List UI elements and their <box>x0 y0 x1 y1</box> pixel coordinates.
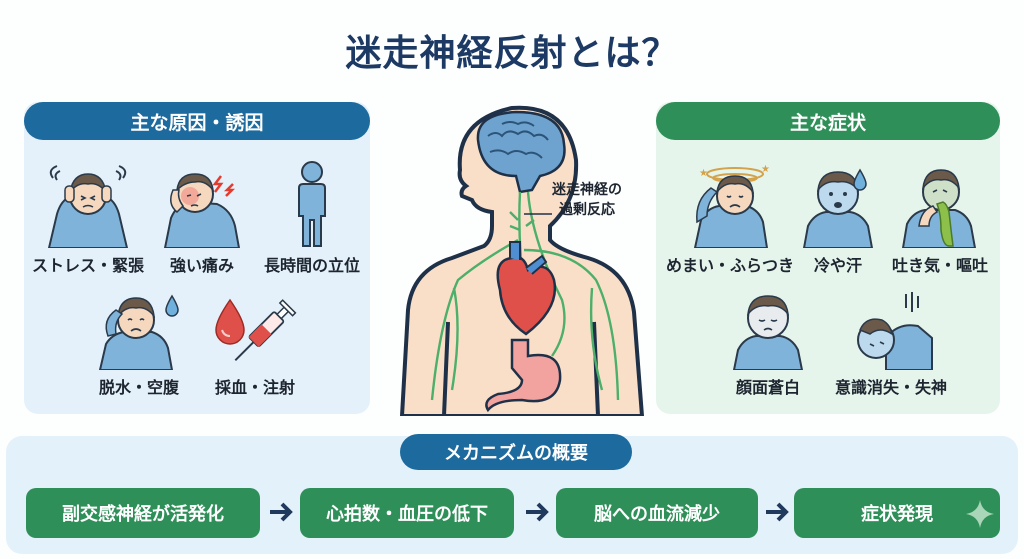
symptom-label: 吐き気・嘔吐 <box>891 256 988 275</box>
vomiting-person-icon <box>901 169 977 248</box>
symptoms-header: 主な症状 <box>656 102 1000 140</box>
cause-item-injection: 採血・注射 <box>200 290 310 398</box>
cause-label: ストレス・緊張 <box>32 256 145 275</box>
mechanism-step-2: 心拍数・血圧の低下 <box>300 488 514 538</box>
symptom-item-cold-sweat: 冷や汗 <box>798 160 878 276</box>
symptom-item-dizziness: ★★ めまい・ふらつき <box>662 160 798 276</box>
causes-header: 主な原因・誘因 <box>24 102 370 140</box>
cause-label: 脱水・空腹 <box>98 378 179 397</box>
blood-syringe-icon <box>215 298 297 361</box>
mechanism-step-1: 副交感神経が活発化 <box>26 488 260 538</box>
cause-item-standing: 長時間の立位 <box>258 160 366 276</box>
annotation-line-2: 過剰反応 <box>559 202 615 218</box>
arrow-right-icon <box>270 502 293 522</box>
symptom-label: 顔面蒼白 <box>735 378 800 397</box>
cause-item-dehydration: 脱水・空腹 <box>84 290 194 398</box>
mechanism-header: メカニズムの概要 <box>400 434 632 470</box>
symptom-label: めまい・ふらつき <box>665 256 794 275</box>
fainting-person-icon <box>857 292 933 370</box>
mechanism-step-3: 脳への血流減少 <box>556 488 758 538</box>
pain-person-icon <box>163 173 241 248</box>
mechanism-panel: メカニズムの概要 副交感神経が活発化 心拍数・血圧の低下 脳への血流減少 症状発… <box>6 434 1018 554</box>
cause-label: 長時間の立位 <box>263 256 360 275</box>
vagus-nerve-annotation: 迷走神経の 過剰反応 <box>552 180 622 220</box>
svg-text:★: ★ <box>699 168 708 179</box>
page-title: 迷走神経反射とは？ <box>345 33 679 74</box>
dizzy-person-icon: ★★ <box>693 164 770 248</box>
cause-item-pain: 強い痛み <box>152 160 252 276</box>
symptom-label: 冷や汗 <box>813 256 862 275</box>
causes-panel: 主な原因・誘因 ストレス・緊張 強い痛み <box>24 102 370 414</box>
cause-item-stress: ストレス・緊張 <box>32 160 144 276</box>
symptom-item-nausea: 吐き気・嘔吐 <box>882 160 998 276</box>
stressed-person-icon <box>47 165 129 248</box>
body-diagram: 迷走神経の 過剰反応 <box>392 100 652 418</box>
mechanism-step-4: 症状発現 <box>794 488 1000 538</box>
symptom-label: 意識消失・失神 <box>834 378 947 397</box>
arrow-right-icon <box>526 502 549 522</box>
symptom-item-fainting: 意識消失・失神 <box>826 290 956 398</box>
symptoms-panel: 主な症状 ★★ めまい・ふらつき 冷や汗 <box>656 102 1000 414</box>
cause-label: 強い痛み <box>169 256 234 275</box>
dehydrated-person-icon <box>98 294 179 370</box>
pale-face-person-icon <box>732 295 804 370</box>
mechanism-step-4-label: 症状発現 <box>861 504 933 525</box>
arrow-right-icon <box>766 502 789 522</box>
sparkle-icon <box>966 500 994 528</box>
symptom-item-pale-face: 顔面蒼白 <box>726 290 810 398</box>
human-body-vagus-nerve-icon <box>399 105 645 418</box>
svg-text:★: ★ <box>761 164 770 175</box>
cause-label: 採血・注射 <box>214 378 295 397</box>
annotation-line-1: 迷走神経の <box>552 182 622 198</box>
standing-person-icon <box>298 161 326 247</box>
cold-sweat-person-icon <box>802 168 874 248</box>
